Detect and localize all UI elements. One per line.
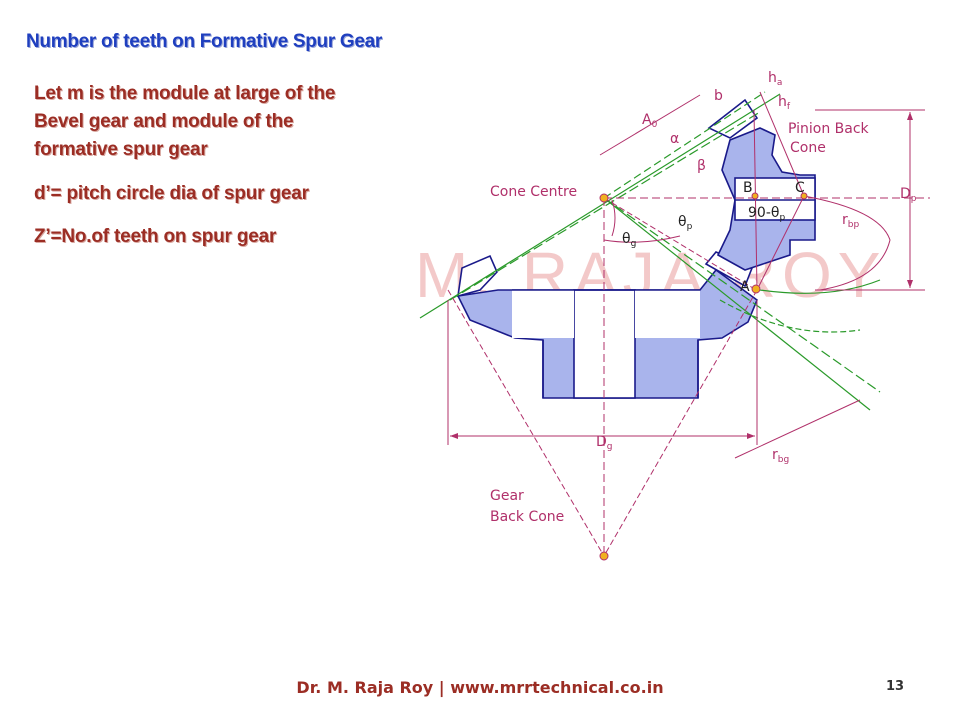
label-rbg: rbg: [772, 447, 789, 465]
slide-title: Number of teeth on Formative Spur Gear: [26, 31, 382, 52]
label-pinion-back-cone-2: Cone: [790, 140, 826, 156]
label-alpha: α: [670, 131, 679, 147]
label-dg: Dg: [596, 434, 613, 452]
label-point-b: B: [743, 180, 753, 196]
label-a0: A0: [642, 112, 658, 130]
label-gear-back-cone-1: Gear: [490, 488, 524, 504]
points: [599, 192, 808, 561]
label-rbp: rbp: [842, 212, 859, 230]
label-gear-back-cone-2: Back Cone: [490, 509, 564, 525]
gear-body: [456, 251, 758, 399]
pitch-lines: [419, 91, 881, 411]
label-point-c: C: [795, 180, 805, 196]
label-cone-centre: Cone Centre: [490, 184, 577, 200]
label-theta-p: θp: [678, 214, 693, 232]
label-theta-g: θg: [622, 231, 636, 249]
label-ninety-theta: 90-θp: [748, 205, 785, 223]
paragraph-pitch-dia: d’= pitch circle dia of spur gear: [34, 183, 309, 204]
footer: Dr. M. Raja Roy | www.mrrtechnical.co.in: [296, 678, 664, 697]
pinion-body: [707, 98, 816, 271]
arrow-heads: [450, 112, 913, 439]
label-hf: hf: [778, 94, 791, 112]
label-ha: ha: [768, 70, 782, 88]
label-beta: β: [697, 158, 706, 174]
label-point-a: A: [740, 279, 750, 295]
construction-lines: [447, 91, 930, 557]
paragraph-teeth: Z’=No.of teeth on spur gear: [34, 226, 277, 247]
page-number: 13: [886, 679, 905, 694]
label-b: b: [714, 88, 723, 104]
paragraph-module: Let m is the module at large of the Beve…: [34, 83, 336, 160]
label-pinion-back-cone-1: Pinion Back: [788, 121, 870, 137]
label-dp: Dp: [900, 186, 917, 204]
